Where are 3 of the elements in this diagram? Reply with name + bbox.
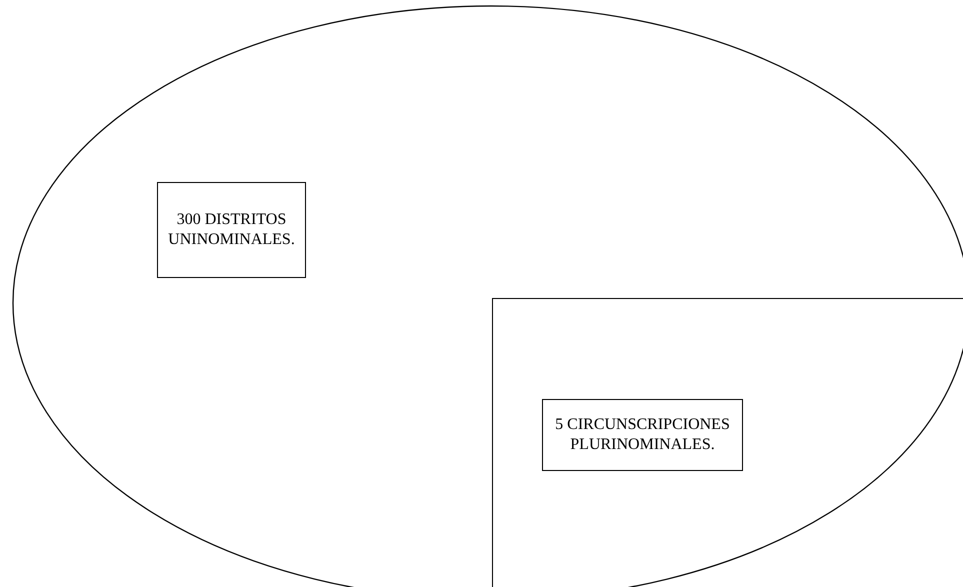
label-box: 300 DISTRITOS UNINOMINALES. — [157, 182, 306, 278]
rectangle-region — [492, 298, 963, 587]
label-box: 5 CIRCUNSCRIPCIONES PLURINOMINALES. — [542, 399, 743, 471]
